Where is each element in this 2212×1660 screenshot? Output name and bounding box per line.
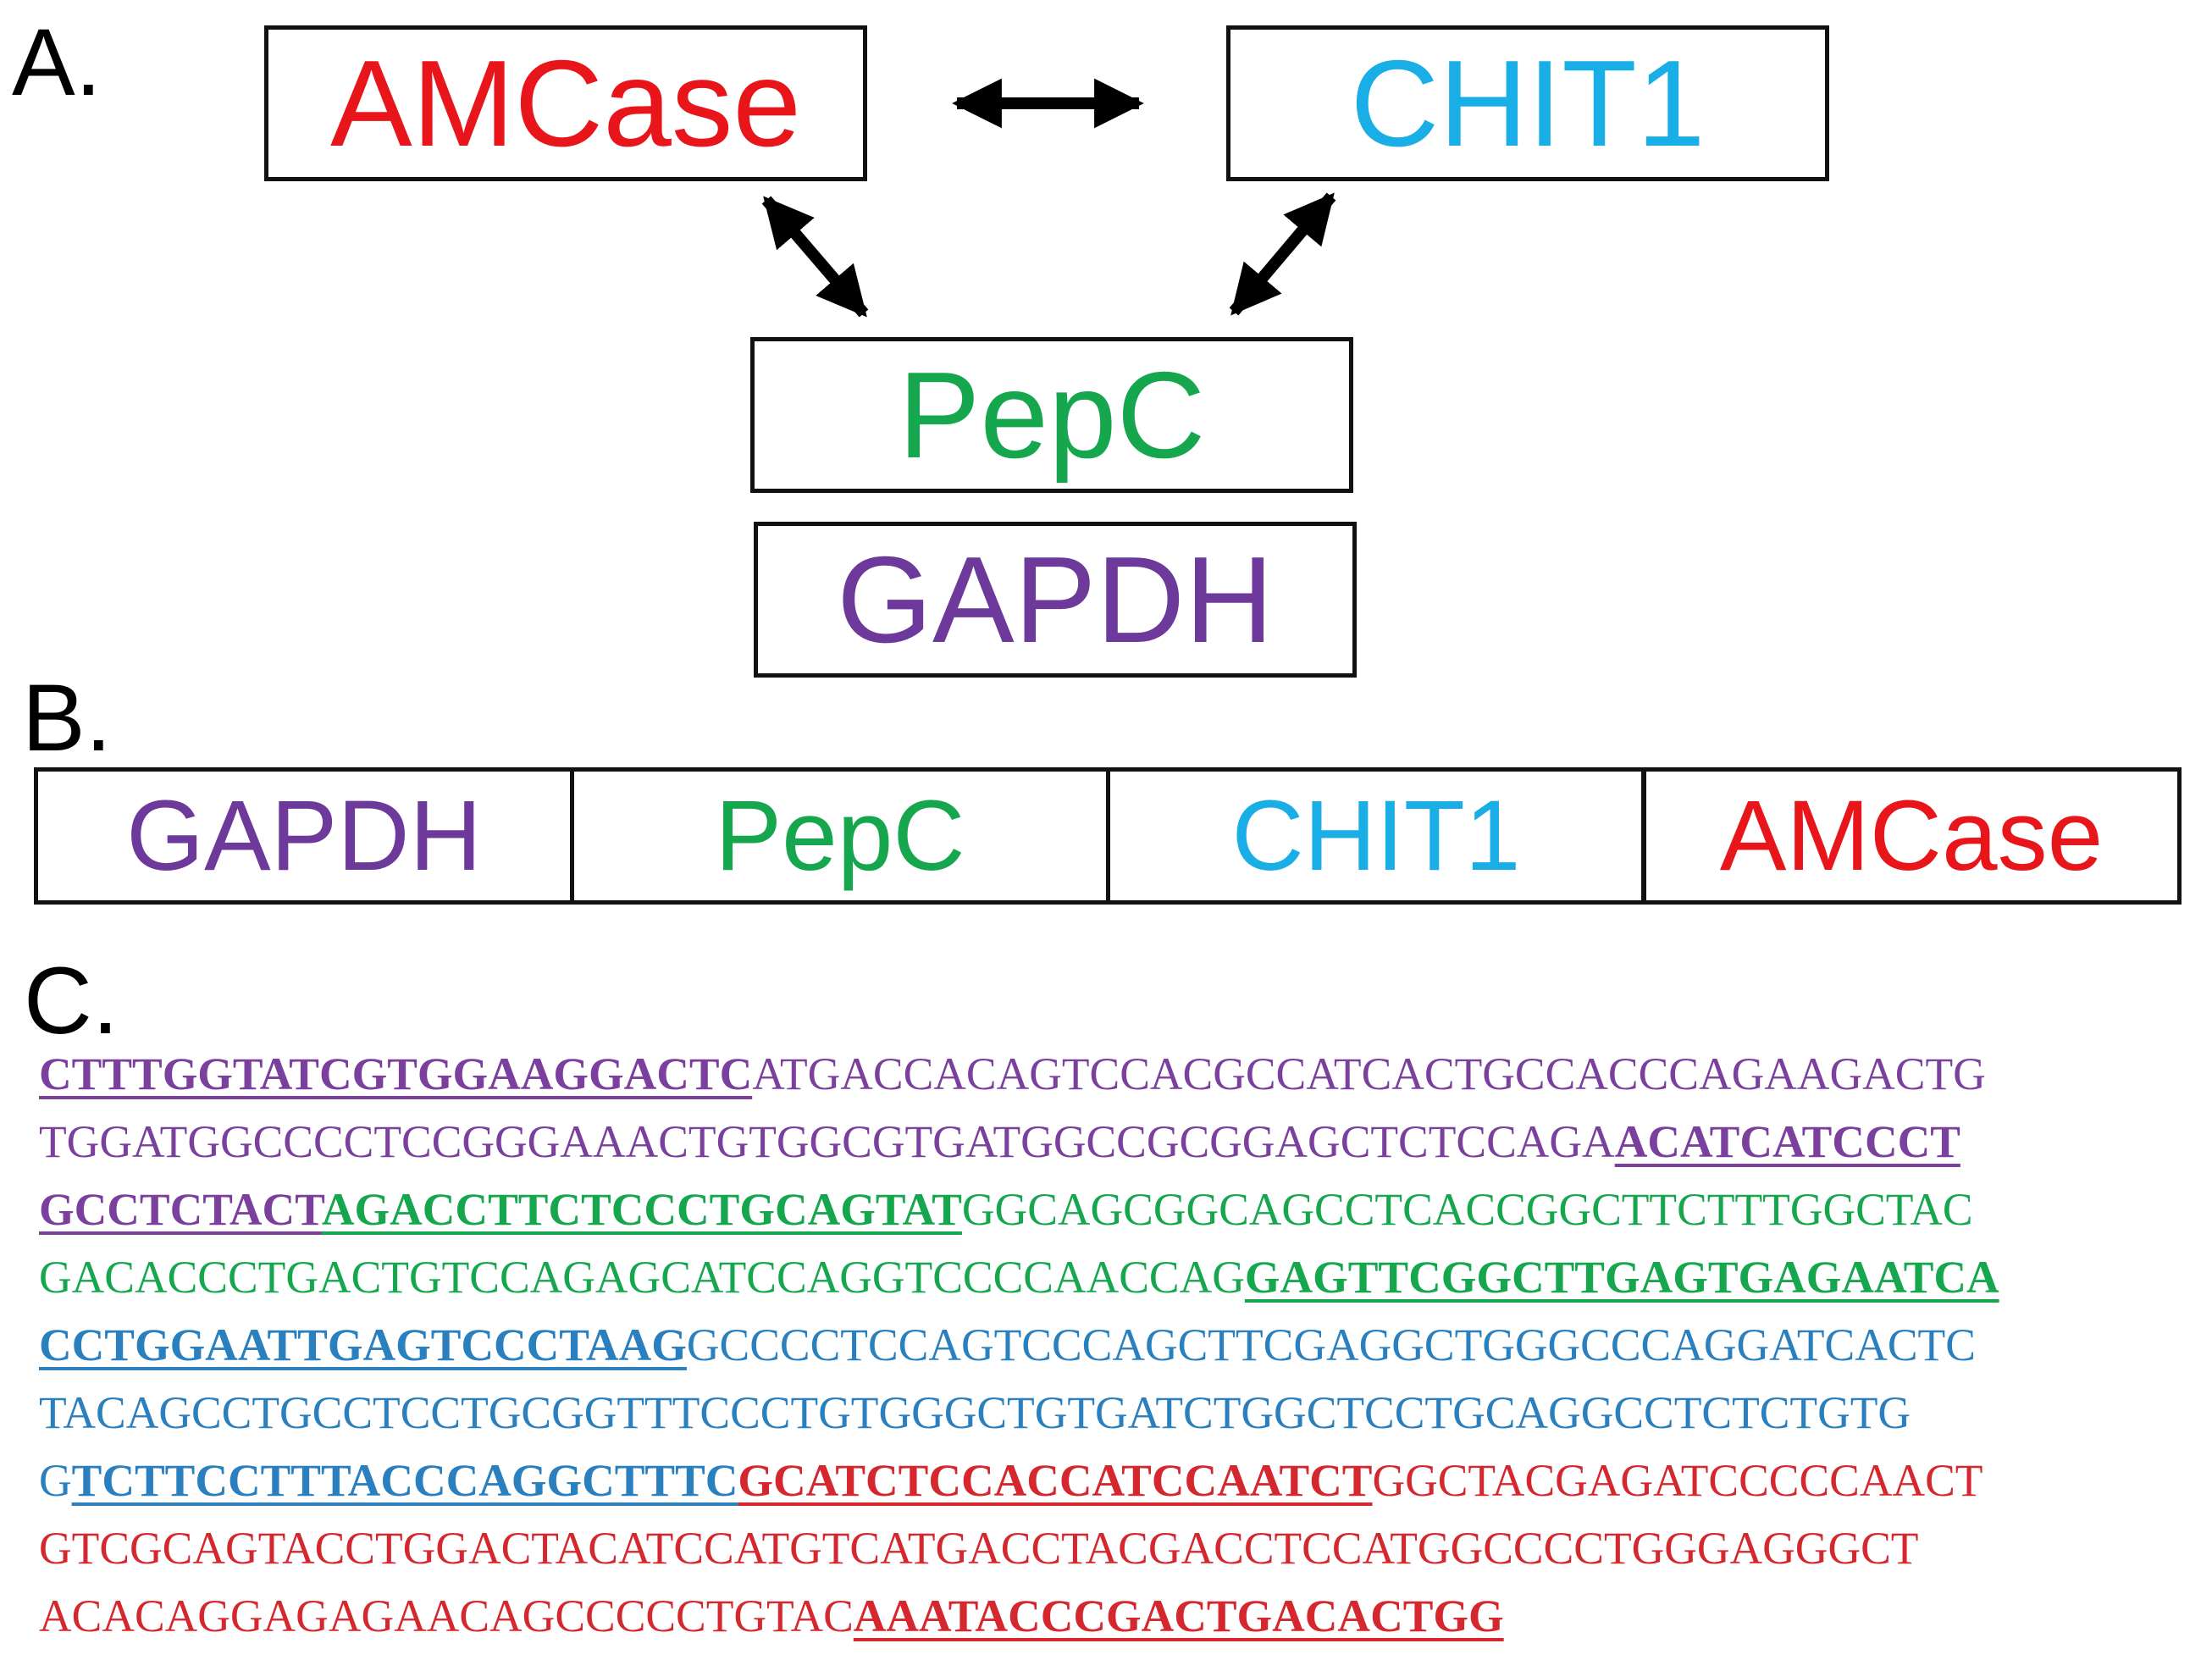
primer-sequence: AAATACCCGACTGACACTGG	[853, 1591, 1504, 1641]
primer-sequence: GAGTTCGGCTTGAGTGAGAATCA	[1244, 1252, 1999, 1303]
construct-pepc-label: PepC	[715, 780, 965, 892]
chit1-label: CHIT1	[1350, 34, 1706, 172]
amcase-label: AMCase	[330, 34, 801, 172]
primer-sequence: AGACCTTCTCCCTGCAGTAT	[321, 1184, 962, 1235]
construct-chit1-label: CHIT1	[1231, 780, 1521, 892]
construct-pepc-segment: PepC	[570, 767, 1110, 905]
panel-c-label: C.	[24, 948, 119, 1054]
chit1-pepc-arrow	[1229, 192, 1336, 316]
chit1-box: CHIT1	[1226, 25, 1829, 181]
construct-gapdh-segment: GAPDH	[34, 767, 574, 905]
sequence-segment: TGGATGGCCCCTCCGGGAAACTGTGGCGTGATGGCCGCGG…	[39, 1116, 1615, 1167]
sequence-segment: G	[39, 1455, 72, 1506]
sequence-line: TGGATGGCCCCTCCGGGAAACTGTGGCGTGATGGCCGCGG…	[39, 1108, 2207, 1176]
sequence-segment: ACACAGGAGAGAACAGCCCCCTGTAC	[39, 1591, 854, 1641]
sequence-segment: GGCTACGAGATCCCCCAACT	[1372, 1455, 1983, 1506]
construct-amcase-segment: AMCase	[1641, 767, 2182, 905]
sequence-segment: GCCCCTCCAGTCCCAGCTTCGAGGCTGGGCCCAGGATCAC…	[686, 1320, 1976, 1370]
sequence-segment: GTCGCAGTACCTGGACTACATCCATGTCATGACCTACGAC…	[39, 1523, 1919, 1574]
amcase-pepc-arrow	[761, 196, 869, 318]
primer-sequence: CCTGGAATTGAGTCCCTAAG	[39, 1320, 687, 1370]
primer-sequence: GCATCTCCACCATCCAATCT	[738, 1455, 1373, 1506]
sequence-line: GCCTCTACTAGACCTTCTCCCTGCAGTATGGCAGCGGCAG…	[39, 1176, 2207, 1243]
panel-a-label: A.	[12, 9, 102, 115]
gapdh-box: GAPDH	[754, 522, 1357, 678]
sequence-line: GACACCCTGACTGTCCAGAGCATCCAGGTCCCCAACCAGG…	[39, 1243, 2207, 1311]
sequence-line: CTTTGGTATCGTGGAAGGACTCATGACCACAGTCCACGCC…	[39, 1040, 2207, 1108]
primer-sequence: ACATCATCCCT	[1614, 1116, 1960, 1167]
construct-chit1-segment: CHIT1	[1106, 767, 1646, 905]
sequence-line: TACAGCCTGCCTCCTGCGGTTTCCCTGTGGGCTGTGATCT…	[39, 1379, 2207, 1447]
construct-gapdh-label: GAPDH	[126, 780, 482, 892]
sequence-segment: TACAGCCTGCCTCCTGCGGTTTCCCTGTGGGCTGTGATCT…	[39, 1387, 1911, 1438]
primer-sequence: TCTTCCTTTACCCAGGCTTTC	[71, 1455, 738, 1506]
pepc-box: PepC	[750, 337, 1353, 493]
primer-sequence: CTTTGGTATCGTGGAAGGACTC	[39, 1049, 753, 1099]
pepc-label: PepC	[898, 346, 1206, 484]
sequence-line: GTCTTCCTTTACCCAGGCTTTCGCATCTCCACCATCCAAT…	[39, 1447, 2207, 1514]
sequence-segment: GGCAGCGGCAGCCTCACCGGCTTCTTTGGCTAC	[961, 1184, 1973, 1235]
sequence-segment: GACACCCTGACTGTCCAGAGCATCCAGGTCCCCAACCAG	[39, 1252, 1245, 1303]
sequence-block: CTTTGGTATCGTGGAAGGACTCATGACCACAGTCCACGCC…	[39, 1040, 2207, 1650]
sequence-line: CCTGGAATTGAGTCCCTAAGGCCCCTCCAGTCCCAGCTTC…	[39, 1311, 2207, 1379]
panel-b-label: B.	[22, 665, 112, 771]
amcase-box: AMCase	[264, 25, 867, 181]
sequence-line: GTCGCAGTACCTGGACTACATCCATGTCATGACCTACGAC…	[39, 1514, 2207, 1582]
construct-amcase-label: AMCase	[1719, 780, 2104, 892]
sequence-segment: ATGACCACAGTCCACGCCATCACTGCCACCCAGAAGACTG	[752, 1049, 1986, 1099]
gapdh-label: GAPDH	[837, 530, 1274, 668]
sequence-line: ACACAGGAGAGAACAGCCCCCTGTACAAATACCCGACTGA…	[39, 1582, 2207, 1650]
primer-sequence: GCCTCTACT	[39, 1184, 322, 1235]
